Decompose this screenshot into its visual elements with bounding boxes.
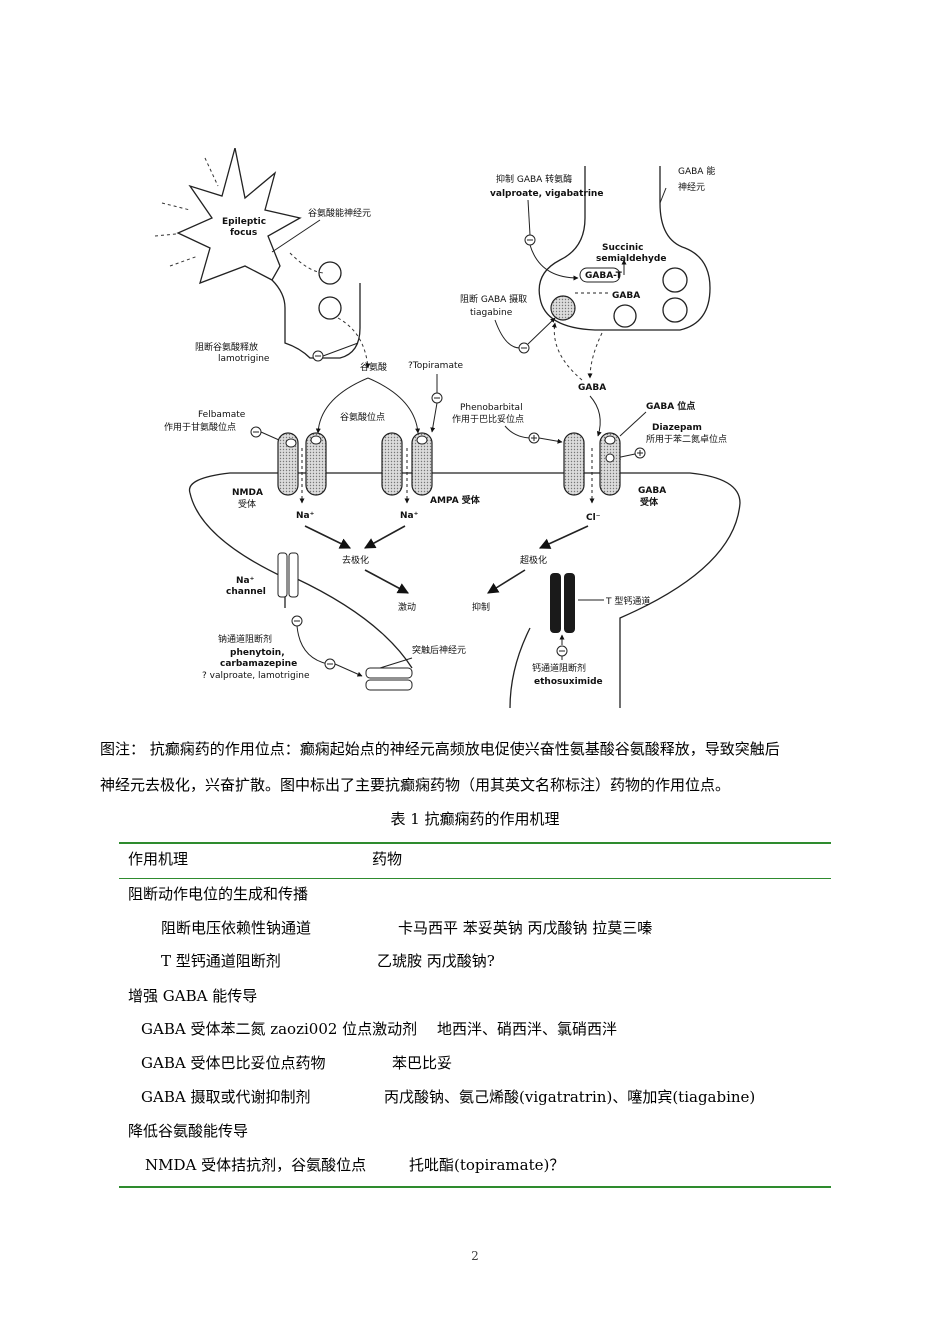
- table-header-mechanism: 作用机理: [128, 850, 189, 868]
- postsynaptic-label: 突触后神经元: [412, 644, 466, 656]
- na-ion-label: Na⁺: [296, 511, 315, 521]
- table-row-mechanism: NMDA 受体拮抗剂，谷氨酸位点: [145, 1156, 367, 1174]
- glu-site-label: 谷氨酸位点: [340, 411, 385, 423]
- table-row-drug: 乙琥胺 丙戊酸钠?: [377, 952, 495, 970]
- page-number: 2: [471, 1249, 479, 1263]
- gaba-vesicle: [662, 267, 688, 293]
- hyperpolarization-label: 超极化: [520, 554, 547, 566]
- table-row-mechanism: 降低谷氨酸能传导: [128, 1122, 249, 1140]
- svg-text:GABA 能神经元: GABA 能神经元: [678, 165, 715, 193]
- ampa-receptor: [381, 432, 433, 504]
- figure-caption-line1: 图注： 抗癫痫药的作用位点：癫痫起始点的神经元高频放电促使兴奋性氨基酸谷氨酸释放…: [100, 740, 780, 758]
- gaba-label: GABA: [612, 291, 640, 301]
- table-row-drug: 苯巴比妥: [392, 1054, 453, 1072]
- gaba-site-label: GABA 位点: [646, 400, 695, 412]
- table-row-drug: 卡马西平 苯妥英钠 丙戊酸钠 拉莫三嗪: [398, 919, 653, 937]
- gaba-t-label: GABA-T: [585, 271, 623, 281]
- postsynaptic-membrane: [188, 472, 741, 708]
- excitation-label: 激动: [398, 601, 416, 613]
- table-bottom-rule: [119, 1186, 831, 1188]
- barbiturate-site-label: 作用于巴比妥位点: [452, 413, 524, 425]
- felbamate-label: Felbamate: [198, 410, 246, 420]
- depolarization-label: 去极化: [342, 554, 369, 566]
- table-row-drug: 地西泮、硝西泮、氯硝西泮: [437, 1020, 618, 1038]
- t-channel-label: T 型钙通道: [605, 595, 650, 607]
- table-header-drug: 药物: [372, 850, 403, 868]
- phenytoin-label: phenytoin,: [230, 648, 285, 658]
- glu-vesicle: [318, 296, 342, 320]
- table-row-mechanism: 阻断动作电位的生成和传播: [128, 885, 309, 903]
- ampa-label: AMPA 受体: [430, 494, 481, 506]
- valproate-lamotrigine-label: ? valproate, lamotrigine: [202, 671, 310, 681]
- diazepam-label: Diazepam: [652, 423, 702, 433]
- glu-vesicle: [318, 261, 342, 285]
- cl-ion-label: Cl⁻: [586, 513, 601, 523]
- block-glu-release-label: 阻断谷氨酸释放: [195, 341, 258, 353]
- gaba-neuron-body: [538, 166, 711, 331]
- table-row-mechanism: GABA 受体巴比妥位点药物: [141, 1054, 326, 1072]
- postsynaptic-na-channel: [365, 667, 413, 691]
- t-type-ca-channel: [550, 573, 575, 633]
- glycine-site-label: 作用于甘氨酸位点: [164, 421, 236, 433]
- table-row-mechanism: T 型钙通道阻断剂: [161, 952, 281, 970]
- table-row-drug: 托吡酯(topiramate)？: [409, 1156, 565, 1174]
- discharge-dashes: [154, 157, 219, 267]
- bzd-site-label: 所用于苯二氮卓位点: [646, 433, 727, 445]
- gaba-receptor: [563, 432, 621, 504]
- svg-text:Na⁺channel: Na⁺channel: [226, 576, 266, 597]
- carbamazepine-label: carbamazepine: [220, 659, 297, 669]
- figure-caption-line2: 神经元去极化，兴奋扩散。图中标出了主要抗癫痫药物（用其英文名称标注）药物的作用位…: [100, 776, 731, 794]
- epileptic-neuron-body: [234, 148, 361, 359]
- tiagabine-label: tiagabine: [470, 308, 513, 318]
- ca-blocker-label: 钙通道阻断剂: [532, 662, 586, 674]
- na-ion-label: Na⁺: [400, 511, 419, 521]
- receptor-label: 受体: [238, 498, 256, 510]
- gaba-vesicle: [662, 297, 688, 323]
- table-top-rule: [119, 842, 831, 844]
- gaba-label: GABA: [578, 383, 606, 393]
- na-blocker-label: 钠通道阻断剂: [218, 633, 272, 645]
- table-title: 表 1 抗癫痫药的作用机理: [390, 810, 560, 828]
- gaba-transporter: [550, 295, 576, 321]
- valproate-vigabatrine-label: valproate, vigabatrine: [490, 189, 603, 199]
- inhibit-gaba-t-label: 抑制 GABA 转氨酶: [496, 173, 572, 185]
- inhibition-label: 抑制: [472, 601, 490, 613]
- gaba-vesicle: [613, 304, 637, 328]
- lamotrigine-label: lamotrigine: [218, 354, 270, 364]
- table-row-mechanism: 阻断电压依赖性钠通道: [161, 919, 312, 937]
- table-row-drug: 丙戊酸钠、氨己烯酸(vigatratrin)、噻加宾(tiagabine): [384, 1088, 756, 1106]
- na-channel: [277, 552, 299, 598]
- phenobarbital-label: Phenobarbital: [460, 403, 523, 413]
- nmda-receptor: [277, 432, 327, 504]
- table-row-mechanism: GABA 摄取或代谢抑制剂: [141, 1088, 311, 1106]
- nmda-label: NMDA: [232, 488, 263, 498]
- table-row-mechanism: 增强 GABA 能传导: [128, 987, 258, 1005]
- gaba-t-box: [579, 267, 621, 283]
- table-row-mechanism: GABA 受体苯二氮 zaozi002 位点激动剂: [141, 1020, 418, 1038]
- topiramate-label: ?Topiramate: [408, 361, 463, 371]
- block-gaba-uptake-label: 阻断 GABA 摄取: [460, 293, 527, 305]
- glu-neuron-label: 谷氨酸能神经元: [308, 207, 371, 219]
- ethosuximide-label: ethosuximide: [534, 677, 603, 687]
- glutamate-label: 谷氨酸: [360, 361, 387, 373]
- table-header-rule: [119, 878, 831, 879]
